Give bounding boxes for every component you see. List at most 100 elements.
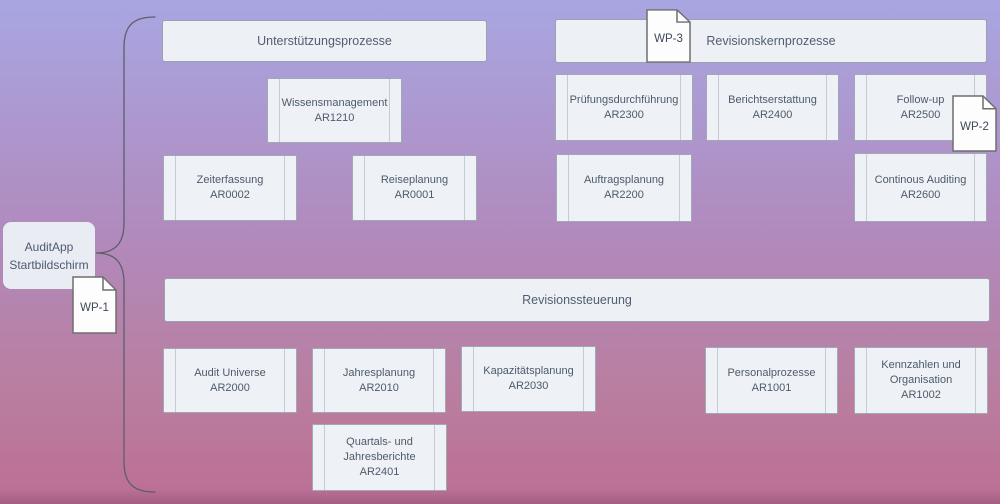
- process-label: Audit Universe AR2000: [181, 366, 279, 396]
- note-label: WP-3: [654, 33, 683, 46]
- process-code: AR2200: [604, 189, 644, 201]
- process-title: Berichtserstattung: [728, 93, 817, 106]
- process-title: Kennzahlen und Organisation: [881, 359, 961, 387]
- process-code: AR2000: [210, 381, 250, 394]
- process-stripe-right: [433, 349, 434, 412]
- group-header-revisionskernprozesse[interactable]: Revisionskernprozesse: [555, 19, 987, 63]
- process-stripe-left: [718, 75, 719, 140]
- group-header-label: Revisionssteuerung: [522, 293, 632, 307]
- process-title: Follow-up: [896, 93, 945, 106]
- process-stripe-right: [679, 155, 680, 221]
- process-label: Reiseplanung AR0001: [368, 173, 461, 203]
- process-stripe-left: [324, 425, 325, 490]
- note-wp2[interactable]: WP-2: [952, 95, 997, 152]
- group-header-unterstuetzungsprozesse[interactable]: Unterstützungsprozesse: [162, 20, 487, 62]
- process-title: Continous Auditing: [874, 173, 967, 186]
- process-code: AR0002: [210, 189, 250, 201]
- process-box-pruefungsdurchfuehrung[interactable]: Prüfungsdurchführung AR2300: [555, 74, 693, 141]
- process-title: Zeiterfassung: [196, 174, 264, 187]
- process-code: AR0001: [394, 189, 435, 201]
- process-stripe-left: [866, 154, 867, 221]
- process-title: Kapazitätsplanung: [483, 365, 574, 378]
- process-label: Follow-up AR2500: [884, 93, 958, 123]
- process-label: Personalprozesse AR1001: [714, 366, 828, 396]
- process-label: Jahresplanung AR2010: [330, 366, 428, 396]
- process-stripe-right: [434, 425, 435, 490]
- root-node-label: AuditApp Startbildschirm: [9, 239, 89, 272]
- group-header-revisionssteuerung[interactable]: Revisionssteuerung: [164, 278, 990, 322]
- process-title: Wissensmanagement: [281, 96, 388, 109]
- process-stripe-right: [680, 75, 681, 140]
- process-title: Prüfungsdurchführung: [569, 93, 679, 106]
- note-label: WP-2: [960, 120, 989, 133]
- process-code: AR2401: [359, 465, 400, 478]
- process-box-personalprozesse[interactable]: Personalprozesse AR1001: [705, 347, 838, 414]
- process-code: AR2010: [359, 381, 399, 394]
- process-stripe-right: [284, 349, 285, 412]
- process-box-berichtserstattung[interactable]: Berichtserstattung AR2400: [706, 74, 839, 141]
- process-box-continous-auditing[interactable]: Continous Auditing AR2600: [854, 153, 987, 222]
- process-stripe-right: [975, 348, 976, 413]
- process-code: AR2400: [752, 108, 793, 121]
- process-label: Kapazitätsplanung AR2030: [470, 364, 587, 394]
- process-stripe-left: [364, 156, 365, 220]
- process-label: Wissensmanagement AR1210: [269, 96, 401, 126]
- process-label: Quartals- und Jahresberichte AR2401: [313, 435, 446, 480]
- process-stripe-left: [279, 79, 280, 142]
- note-label: WP-1: [80, 302, 109, 315]
- document-icon: [646, 9, 691, 63]
- process-stripe-left: [175, 156, 176, 220]
- process-box-wissensmanagement[interactable]: Wissensmanagement AR1210: [267, 78, 402, 143]
- process-code: AR2300: [604, 108, 644, 121]
- note-wp1[interactable]: WP-1: [72, 276, 117, 334]
- curly-brace-connector[interactable]: [88, 10, 160, 498]
- process-stripe-left: [473, 347, 474, 411]
- process-stripe-right: [389, 79, 390, 142]
- process-stripe-left: [866, 348, 867, 413]
- process-stripe-left: [175, 349, 176, 412]
- process-label: Auftragsplanung AR2200: [571, 173, 677, 203]
- process-box-jahresplanung[interactable]: Jahresplanung AR2010: [312, 348, 446, 413]
- process-box-quartals-jahresberichte[interactable]: Quartals- und Jahresberichte AR2401: [312, 424, 447, 491]
- process-title: Auftragsplanung: [583, 174, 665, 187]
- process-title: Jahresplanung: [342, 366, 416, 379]
- process-stripe-right: [825, 348, 826, 413]
- process-box-kennzahlen-organisation[interactable]: Kennzahlen und Organisation AR1002: [854, 347, 988, 414]
- process-label: Continous Auditing AR2600: [862, 173, 980, 203]
- process-title: Reiseplanung: [380, 174, 449, 187]
- process-box-kapazitaetsplanung[interactable]: Kapazitätsplanung AR2030: [461, 346, 596, 412]
- process-stripe-right: [583, 347, 584, 411]
- process-label: Prüfungsdurchführung AR2300: [560, 93, 689, 123]
- process-box-auftragsplanung[interactable]: Auftragsplanung AR2200: [556, 154, 692, 222]
- process-box-reiseplanung[interactable]: Reiseplanung AR0001: [352, 155, 477, 221]
- process-title: Quartals- und Jahresberichte: [343, 436, 416, 464]
- group-header-label: Revisionskernprozesse: [706, 34, 836, 48]
- process-label: Zeiterfassung AR0002: [184, 173, 277, 203]
- group-header-label: Unterstützungsprozesse: [257, 34, 392, 48]
- process-box-audit-universe[interactable]: Audit Universe AR2000: [163, 348, 297, 413]
- process-stripe-left: [866, 75, 867, 140]
- process-code: AR2030: [508, 380, 549, 392]
- root-node-auditapp[interactable]: AuditApp Startbildschirm: [3, 222, 95, 289]
- process-stripe-right: [284, 156, 285, 220]
- process-code: AR1210: [314, 111, 355, 124]
- process-stripe-right: [464, 156, 465, 220]
- process-stripe-right: [826, 75, 827, 140]
- note-wp3[interactable]: WP-3: [646, 9, 691, 63]
- document-icon: [952, 95, 997, 152]
- process-label: Berichtserstattung AR2400: [715, 93, 830, 123]
- process-stripe-right: [974, 154, 975, 221]
- process-stripe-left: [324, 349, 325, 412]
- process-title: Audit Universe: [194, 366, 266, 379]
- process-stripe-left: [567, 75, 568, 140]
- process-code: AR2600: [900, 188, 941, 201]
- process-stripe-left: [568, 155, 569, 221]
- process-code: AR1001: [751, 381, 792, 394]
- document-icon: [72, 276, 117, 334]
- process-stripe-left: [717, 348, 718, 413]
- process-code: AR1002: [901, 388, 941, 401]
- process-label: Kennzahlen und Organisation AR1002: [855, 358, 987, 403]
- process-title: Personalprozesse: [727, 366, 816, 379]
- process-box-zeiterfassung[interactable]: Zeiterfassung AR0002: [163, 155, 297, 221]
